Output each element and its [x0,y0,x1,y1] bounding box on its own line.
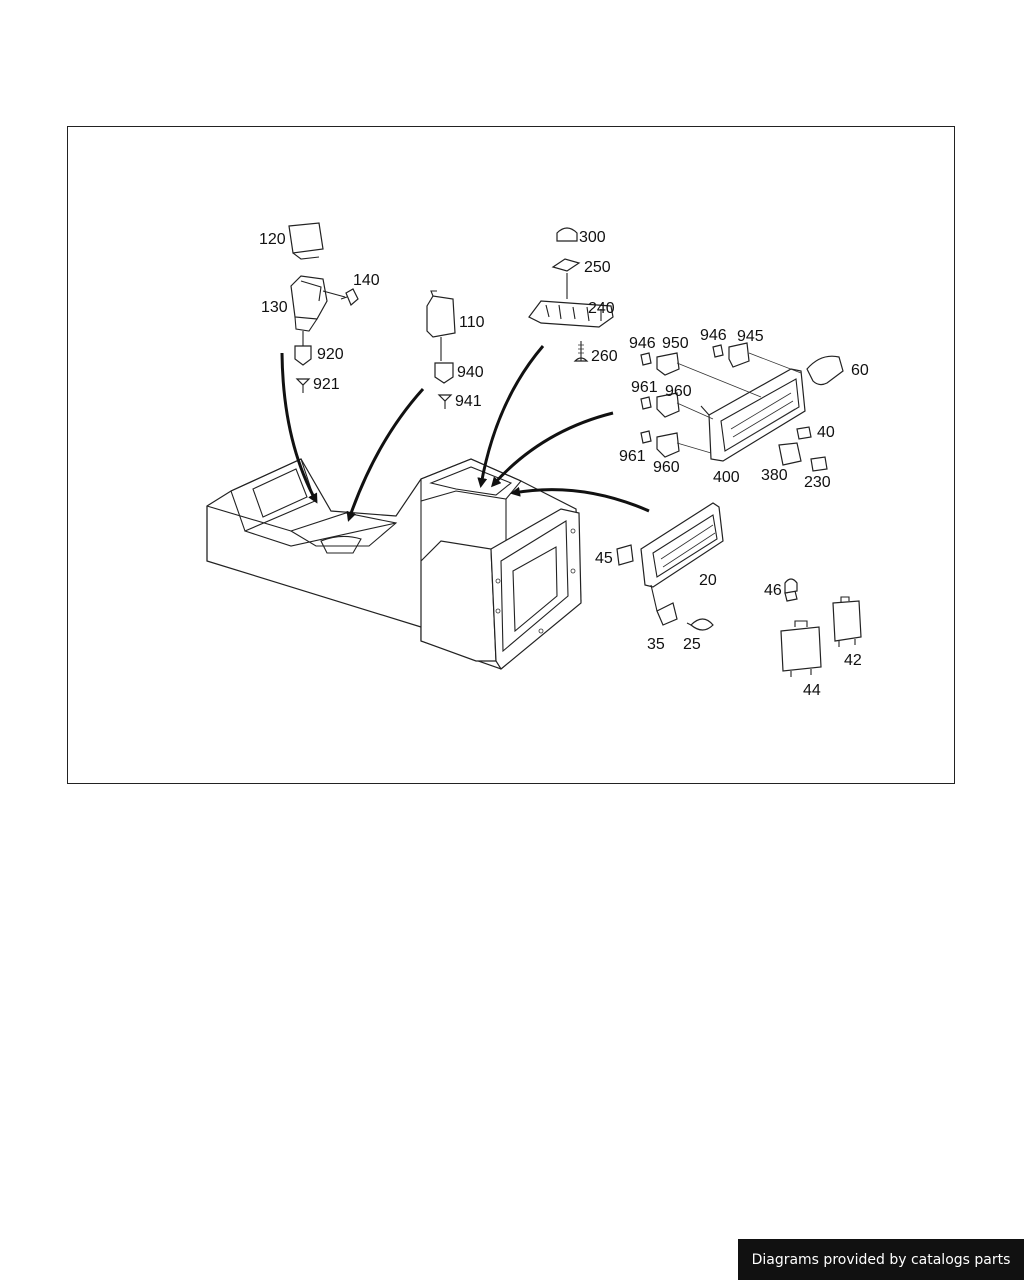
relay-120 [288,222,324,260]
callout-42: 42 [844,652,862,669]
clip-250 [551,258,581,299]
exploded-view-drawing: 120 130 140 920 921 110 940 941 300 250 … [206,222,869,699]
callout-120: 120 [259,231,286,248]
callout-25: 25 [683,636,701,653]
fuse-230 [810,456,828,472]
callout-20: 20 [699,572,717,589]
pad-45 [616,544,634,566]
fuse-connectors-row [640,342,802,458]
callout-260: 260 [591,348,618,365]
circuit-breaker-42 [832,596,862,647]
connector-920 [294,331,312,366]
screw-260 [573,341,589,362]
callout-45: 45 [595,550,613,567]
callout-941: 941 [455,393,482,410]
callout-961-a: 961 [631,379,658,396]
callout-130: 130 [261,299,288,316]
callout-labels: 120 130 140 920 921 110 940 941 300 250 … [259,229,869,699]
relay-socket-130 [290,275,328,332]
callout-250: 250 [584,259,611,276]
parts-diagram: 120 130 140 920 921 110 940 941 300 250 … [67,126,955,784]
credit-text: Diagrams provided by catalogs parts [751,1251,1011,1268]
relay-110 [426,290,456,361]
fuse-40 [796,426,812,440]
callout-240: 240 [588,300,615,317]
callout-300: 300 [579,229,606,246]
callout-40: 40 [817,424,835,441]
callout-46: 46 [764,582,782,599]
callout-960-a: 960 [665,383,692,400]
callout-945: 945 [737,328,764,345]
callout-921: 921 [313,376,340,393]
callout-920: 920 [317,346,344,363]
callout-950: 950 [662,335,689,352]
callout-44: 44 [803,682,821,699]
assembly-arrows [280,345,650,522]
callout-380: 380 [761,467,788,484]
connector-940 [434,362,454,384]
callout-60: 60 [851,362,869,379]
callout-960-b: 960 [653,459,680,476]
callout-110: 110 [459,314,485,331]
callout-946-a: 946 [629,335,656,352]
switch-cap-46 [784,578,798,602]
clip-60 [806,355,844,386]
pin-921 [295,378,311,393]
fuse-holder-240 [528,300,614,328]
credit-banner: Diagrams provided by catalogs parts [738,1239,1024,1280]
bracket-35 [656,602,678,626]
callout-940: 940 [457,364,484,381]
screw-25 [686,618,714,631]
pin-941 [437,394,453,409]
center-console-housing [206,458,582,670]
circuit-breaker-44 [780,620,822,677]
callout-961-b: 961 [619,448,646,465]
callout-140: 140 [353,272,380,289]
cap-300 [556,227,578,242]
screw-140 [322,288,359,306]
callout-946-b: 946 [700,327,727,344]
callout-35: 35 [647,636,665,653]
callout-400: 400 [713,469,740,486]
fuse-panel-20 [640,502,724,612]
fuse-380 [778,442,802,466]
callout-230: 230 [804,474,831,491]
